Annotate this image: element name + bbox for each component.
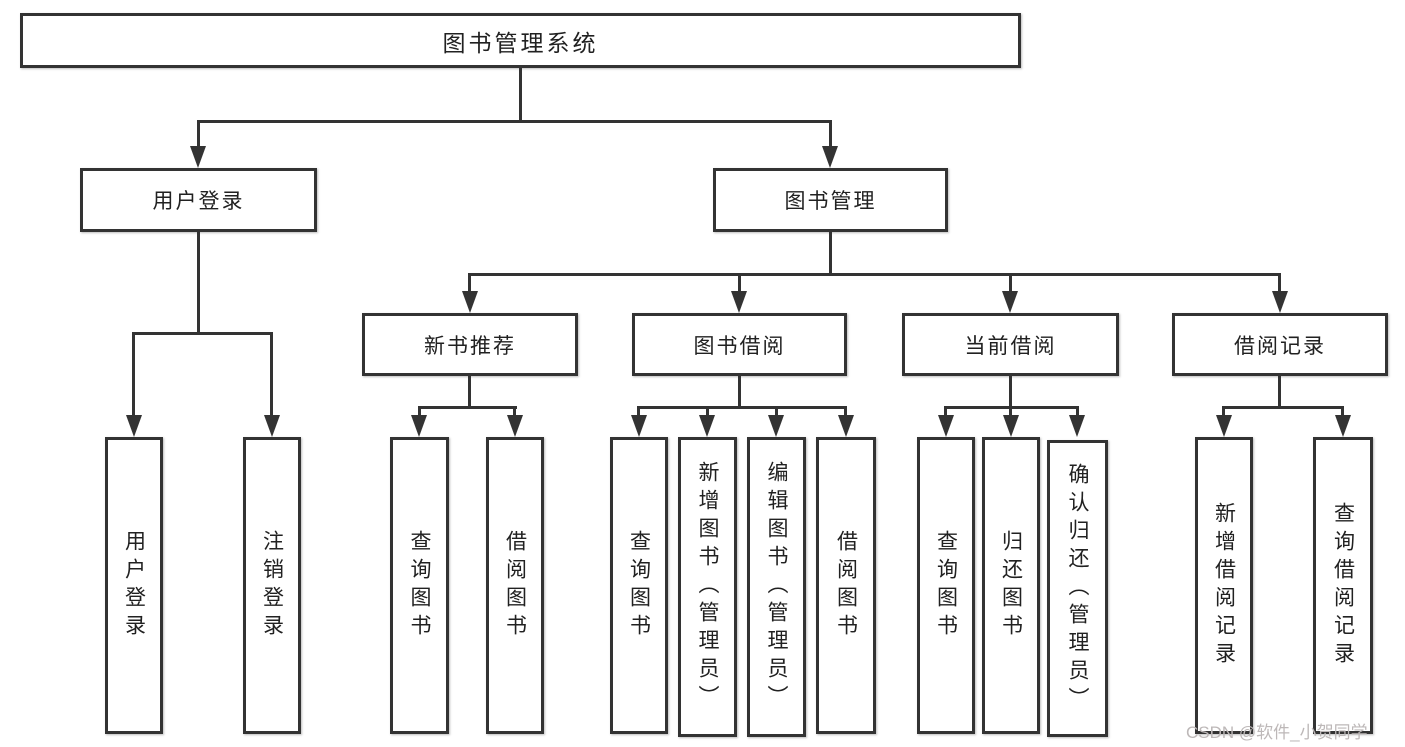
arrow-to-recommend (462, 291, 478, 313)
leaf-add-borrow-record: 新增借阅记录 (1195, 437, 1253, 734)
connector-leaf-logout-stem (270, 332, 273, 417)
arrow-to-leaf10 (1003, 415, 1019, 437)
leaf-user-login-label: 用户登录 (122, 529, 146, 642)
leaf-confirm-return-admin-label: 确认归还（管理员） (1066, 462, 1089, 715)
leaf-borrow-books-label: 借阅图书 (834, 529, 858, 642)
leaf-query-books-current: 查询图书 (917, 437, 975, 734)
leaf-edit-books-admin: 编辑图书（管理员） (747, 437, 806, 737)
connector-user-login-stem (197, 120, 200, 148)
leaf-query-borrow-record-label: 查询借阅记录 (1331, 501, 1355, 670)
connector-leaf8-stem (844, 406, 847, 417)
arrow-to-leaf8 (838, 415, 854, 437)
arrow-to-leaf6 (699, 415, 715, 437)
arrow-to-leaf-logout (264, 415, 280, 437)
node-borrow-records-label: 借阅记录 (1234, 334, 1326, 358)
node-new-book-recommend: 新书推荐 (362, 313, 578, 376)
connector-records-stem (1278, 273, 1281, 293)
arrow-to-borrow (731, 291, 747, 313)
arrow-to-leaf5 (631, 415, 647, 437)
arrow-to-book-mgmt (822, 146, 838, 168)
connector-leaf5-stem (637, 406, 640, 417)
connector-leaf3-stem (418, 406, 421, 417)
leaf-borrow-books-recommend-label: 借阅图书 (503, 529, 527, 642)
leaf-query-books-borrow: 查询图书 (610, 437, 668, 734)
leaf-add-books-admin: 新增图书（管理员） (678, 437, 737, 737)
connector-borrow-bus (637, 406, 847, 409)
leaf-return-books: 归还图书 (982, 437, 1040, 734)
node-user-login-label: 用户登录 (152, 190, 245, 213)
connector-leaf6-stem (706, 406, 709, 417)
connector-current-down (1009, 376, 1012, 406)
connector-current-stem (1009, 273, 1012, 293)
leaf-return-books-label: 归还图书 (999, 529, 1023, 642)
arrow-to-leaf13 (1335, 415, 1351, 437)
connector-leaf10-stem (1009, 406, 1012, 417)
connector-leaf11-stem (1076, 406, 1079, 417)
node-book-borrow-label: 图书借阅 (693, 334, 786, 358)
leaf-query-books-recommend-label: 查询图书 (408, 529, 431, 642)
connector-records-down (1278, 376, 1281, 406)
leaf-add-books-admin-label: 新增图书（管理员） (696, 461, 719, 713)
arrow-to-leaf-login (126, 415, 142, 437)
connector-records-bus (1222, 406, 1344, 409)
leaf-logout: 注销登录 (243, 437, 301, 734)
connector-mgmt-down (829, 232, 832, 273)
node-new-book-recommend-label: 新书推荐 (424, 334, 516, 358)
arrow-to-leaf4 (507, 415, 523, 437)
node-current-borrow: 当前借阅 (902, 313, 1119, 376)
arrow-to-user-login (190, 146, 206, 168)
connector-recommend-stem (468, 273, 471, 293)
connector-borrow-down (738, 376, 741, 406)
arrow-to-leaf7 (768, 415, 784, 437)
connector-leaf4-stem (513, 406, 516, 417)
leaf-query-borrow-record: 查询借阅记录 (1313, 437, 1373, 734)
connector-recommend-down (468, 376, 471, 406)
connector-login-bus (132, 332, 273, 335)
connector-recommend-bus (418, 406, 517, 409)
connector-book-mgmt-stem (829, 120, 832, 148)
connector-login-down (197, 232, 200, 332)
connector-borrow-stem (738, 273, 741, 293)
node-book-management-label: 图书管理 (784, 190, 877, 213)
node-book-borrow: 图书借阅 (632, 313, 847, 376)
connector-leaf9-stem (944, 406, 947, 417)
arrow-to-current (1002, 291, 1018, 313)
leaf-user-login: 用户登录 (105, 437, 163, 734)
connector-leaf7-stem (775, 406, 778, 417)
arrow-to-leaf11 (1069, 415, 1085, 437)
connector-mgmt-bus (468, 273, 1281, 276)
node-user-login: 用户登录 (80, 168, 317, 232)
leaf-query-books-borrow-label: 查询图书 (627, 529, 651, 642)
leaf-borrow-books-recommend: 借阅图书 (486, 437, 544, 734)
connector-root-stem (519, 68, 522, 120)
leaf-confirm-return-admin: 确认归还（管理员） (1047, 440, 1108, 737)
leaf-edit-books-admin-label: 编辑图书（管理员） (765, 461, 788, 713)
node-library-system-label: 图书管理系统 (442, 29, 599, 56)
node-borrow-records: 借阅记录 (1172, 313, 1388, 376)
leaf-add-borrow-record-label: 新增借阅记录 (1212, 501, 1236, 670)
arrow-to-leaf3 (411, 415, 427, 437)
leaf-logout-label: 注销登录 (260, 529, 284, 642)
node-library-system: 图书管理系统 (20, 13, 1021, 68)
leaf-borrow-books: 借阅图书 (816, 437, 876, 734)
arrow-to-leaf12 (1216, 415, 1232, 437)
arrow-to-leaf9 (938, 415, 954, 437)
connector-leaf13-stem (1341, 406, 1344, 417)
node-book-management: 图书管理 (713, 168, 948, 232)
csdn-watermark: CSDN @软件_小贺同学 (1186, 723, 1368, 742)
connector-leaf-login-stem (132, 332, 135, 417)
leaf-query-books-recommend: 查询图书 (390, 437, 449, 734)
node-current-borrow-label: 当前借阅 (964, 334, 1057, 358)
arrow-to-records (1272, 291, 1288, 313)
connector-leaf12-stem (1222, 406, 1225, 417)
connector-root-bus (197, 120, 832, 123)
leaf-query-books-current-label: 查询图书 (934, 529, 958, 642)
